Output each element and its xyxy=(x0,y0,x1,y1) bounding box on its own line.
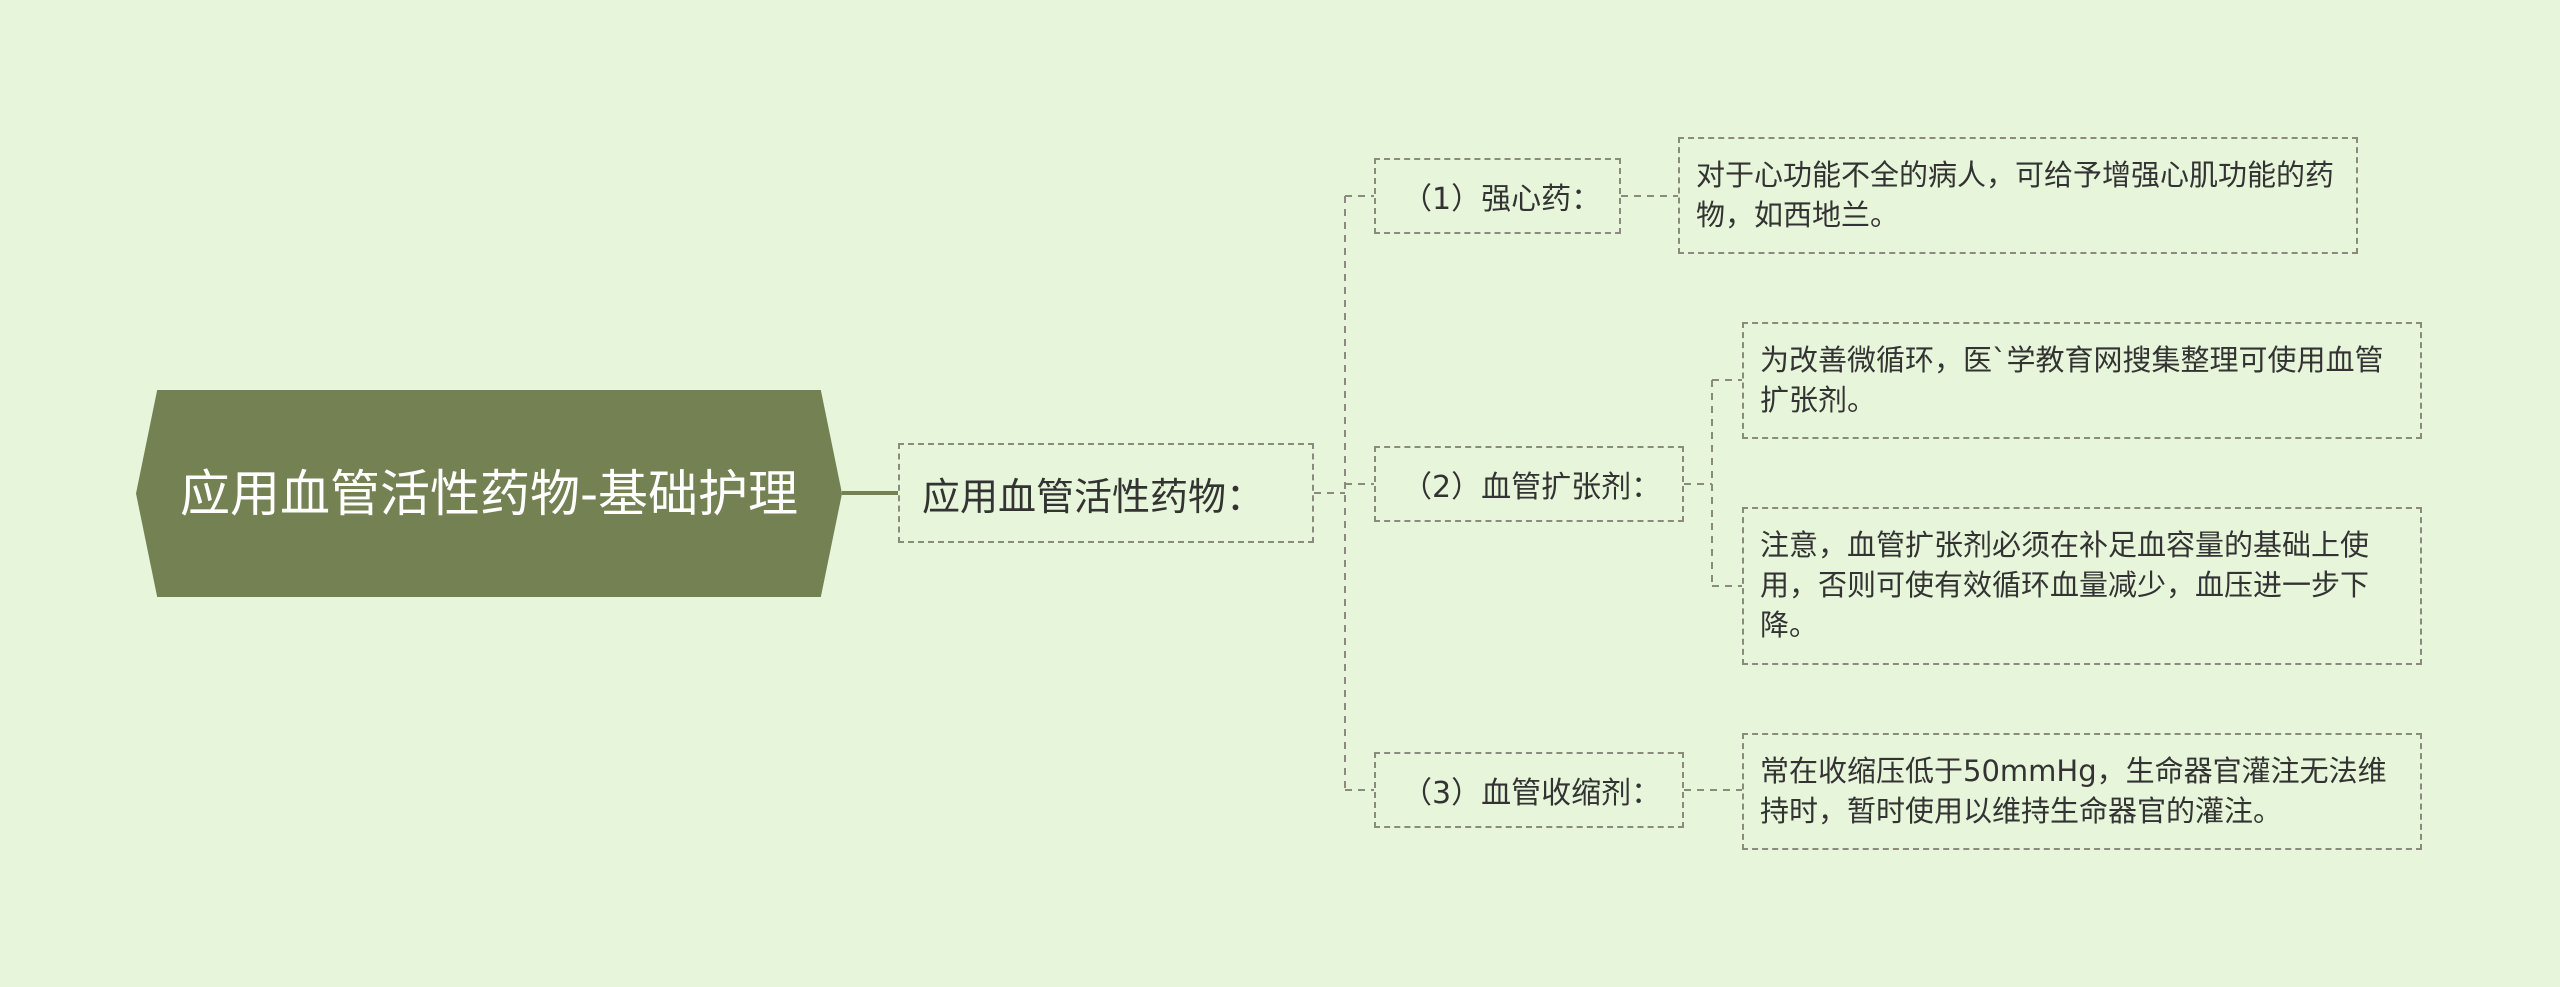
branch-node-1[interactable]: （1）强心药： xyxy=(1374,158,1621,234)
branch-node-2[interactable]: （2）血管扩张剂： xyxy=(1374,446,1684,522)
leaf-text-2-1: 为改善微循环，医`学教育网搜集整理可使用血管扩张剂。 xyxy=(1760,343,2384,417)
branch-label-3: （3）血管收缩剂： xyxy=(1402,776,1662,811)
leaf-text-3-1: 常在收缩压低于50mmHg，生命器官灌注无法维持时，暂时使用以维持生命器官的灌注… xyxy=(1760,754,2387,828)
leaf-node-3-1[interactable]: 常在收缩压低于50mmHg，生命器官灌注无法维持时，暂时使用以维持生命器官的灌注… xyxy=(1742,733,2422,850)
level1-label: 应用血管活性药物： xyxy=(922,474,1265,519)
leaf-node-2-1[interactable]: 为改善微循环，医`学教育网搜集整理可使用血管扩张剂。 xyxy=(1742,322,2422,439)
root-title: 应用血管活性药物-基础护理 xyxy=(179,464,799,523)
branch-node-3[interactable]: （3）血管收缩剂： xyxy=(1374,752,1684,828)
leaf-text-1-1: 对于心功能不全的病人，可给予增强心肌功能的药物，如西地兰。 xyxy=(1696,158,2335,232)
leaf-node-2-2[interactable]: 注意，血管扩张剂必须在补足血容量的基础上使用，否则可使有效循环血量减少，血压进一… xyxy=(1742,507,2422,665)
level1-node[interactable]: 应用血管活性药物： xyxy=(898,443,1314,543)
branch-label-1: （1）强心药： xyxy=(1402,182,1602,217)
root-node[interactable]: 应用血管活性药物-基础护理 xyxy=(136,390,842,597)
branch-label-2: （2）血管扩张剂： xyxy=(1402,470,1662,505)
leaf-text-2-2: 注意，血管扩张剂必须在补足血容量的基础上使用，否则可使有效循环血量减少，血压进一… xyxy=(1760,528,2370,642)
leaf-node-1-1[interactable]: 对于心功能不全的病人，可给予增强心肌功能的药物，如西地兰。 xyxy=(1678,137,2358,254)
